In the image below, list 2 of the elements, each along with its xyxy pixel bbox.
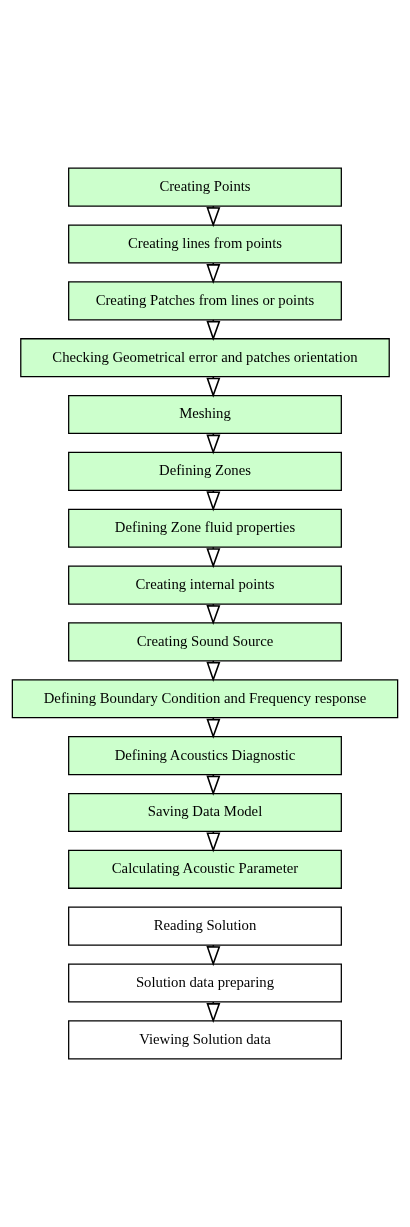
node-box: Viewing Solution data: [68, 1020, 342, 1060]
node-box: Calculating Acoustic Parameter: [68, 849, 342, 889]
